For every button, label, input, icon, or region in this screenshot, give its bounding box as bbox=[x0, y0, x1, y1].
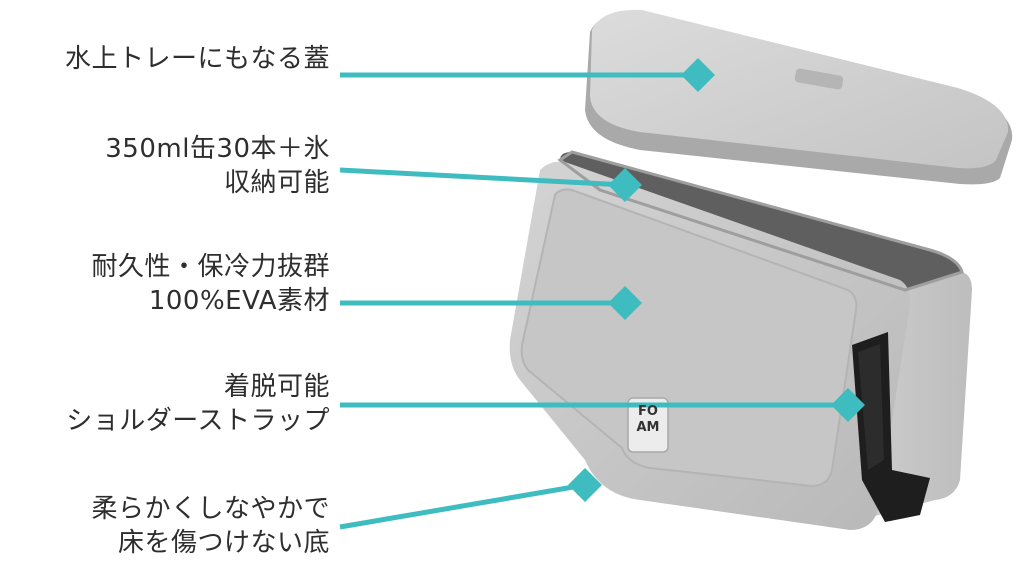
box-body bbox=[509, 150, 972, 530]
feature-label-line: 耐久性・保冷力抜群 bbox=[91, 252, 330, 282]
feature-label-line: 着脱可能 bbox=[223, 372, 330, 402]
diamond-marker-capacity bbox=[608, 168, 642, 202]
callout-line-bottom bbox=[339, 482, 586, 530]
foam-logo-text: FO AM bbox=[628, 404, 668, 436]
diamond-marker-bottom bbox=[568, 468, 602, 502]
diamond-marker-material bbox=[608, 286, 642, 320]
diamond-marker-strap bbox=[831, 388, 865, 422]
logo-text-bottom: AM bbox=[636, 420, 660, 435]
feature-label-material: 耐久性・保冷力抜群 100%EVA素材 bbox=[0, 250, 330, 318]
foam-logo bbox=[627, 397, 669, 453]
feature-label-lid: 水上トレーにもなる蓋 bbox=[0, 42, 330, 76]
callout-lines bbox=[339, 72, 848, 530]
feature-label-line: 100%EVA素材 bbox=[148, 286, 330, 316]
logo-text-top: FO bbox=[638, 404, 658, 419]
feature-label-line: 柔らかくしなやかで bbox=[91, 494, 330, 524]
feature-label-bottom: 柔らかくしなやかで 床を傷つけない底 bbox=[0, 492, 330, 560]
feature-label-line: 収納可能 bbox=[223, 168, 330, 198]
feature-label-line: 床を傷つけない底 bbox=[117, 528, 330, 558]
shoulder-strap bbox=[852, 332, 930, 522]
feature-label-line: 350ml缶30本＋氷 bbox=[105, 134, 330, 164]
lid bbox=[585, 9, 1013, 185]
feature-label-line: 水上トレーにもなる蓋 bbox=[64, 44, 330, 74]
callout-markers bbox=[568, 58, 865, 502]
feature-label-strap: 着脱可能 ショルダーストラップ bbox=[0, 370, 330, 438]
feature-label-line: ショルダーストラップ bbox=[66, 406, 330, 436]
feature-label-capacity: 350ml缶30本＋氷 収納可能 bbox=[0, 132, 330, 200]
callout-line-capacity bbox=[339, 167, 626, 188]
